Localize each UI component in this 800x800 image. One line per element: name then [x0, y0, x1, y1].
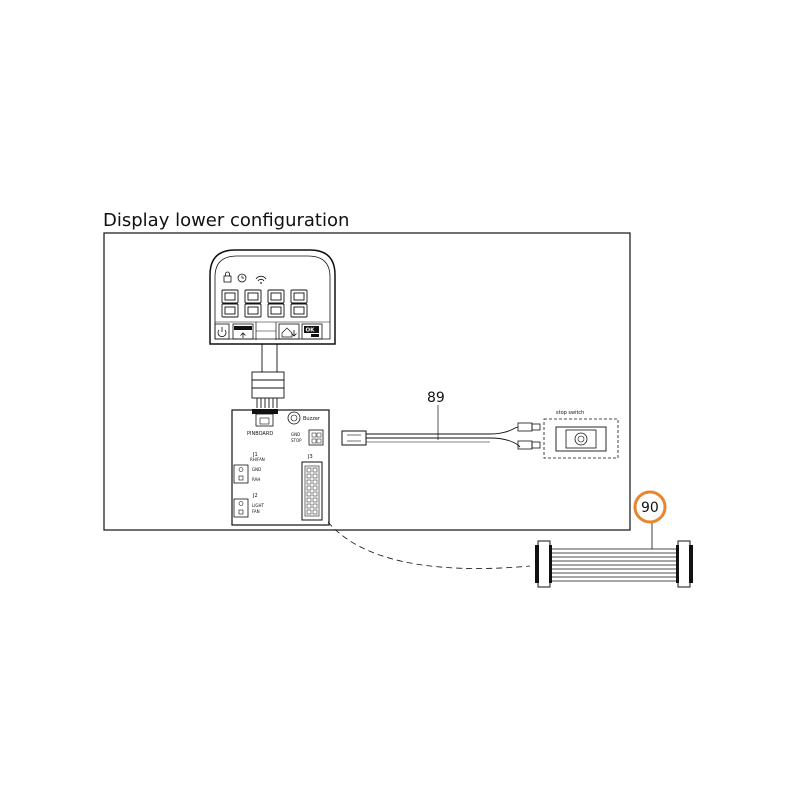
clock-icon [237, 273, 247, 283]
lock-icon [223, 271, 232, 283]
diagram-title: Display lower configuration [103, 210, 349, 231]
seven-segment-display [221, 289, 308, 318]
callout-90-highlight [633, 490, 667, 524]
digit-2 [244, 289, 262, 318]
callout-90: 90 [641, 500, 659, 516]
wifi-icon [255, 275, 267, 284]
center-connector [255, 322, 277, 340]
gnd-label: GND [291, 432, 300, 437]
ok-button[interactable]: OK [301, 323, 323, 340]
stop-label: STOP [291, 438, 302, 443]
stop-switch: stop switch [543, 410, 619, 459]
buzzer: Buzzer [287, 411, 321, 425]
j1-sub-label: RH/FAN [250, 457, 265, 462]
pinboard-connector: PINBOARD [247, 409, 278, 437]
digit-4 [290, 289, 308, 318]
pinboard-label: PINBOARD [247, 431, 273, 437]
j2-connector: J2 LIGHT FAN [233, 493, 265, 518]
j2-label: J2 [252, 493, 258, 499]
up-button[interactable] [232, 323, 254, 340]
j2-pin-fan: FAN [252, 509, 260, 514]
ribbon-leader-line [327, 521, 531, 569]
ribbon-cable-90 [535, 523, 693, 588]
j1-label: J1 [252, 452, 258, 458]
ribbon-right-connector [676, 540, 693, 588]
j3-label: J3 [307, 454, 313, 460]
digit-3 [267, 289, 285, 318]
control-board: PINBOARD Buzzer GND STOP J1 RH/FAN GND R… [231, 409, 330, 526]
j2-pin-light: LIGHT [252, 503, 265, 508]
stop-connector: GND STOP [291, 429, 324, 446]
display-unit: OK [209, 249, 336, 345]
cable-89 [341, 405, 541, 450]
j1-connector: J1 RH/FAN GND RAH [233, 452, 265, 484]
digit-1 [221, 289, 239, 318]
ok-label: OK [306, 328, 316, 334]
power-button[interactable] [214, 323, 230, 340]
display-cable [251, 344, 285, 408]
buzzer-label: Buzzer [303, 416, 321, 422]
j1-pin-gnd: GND [252, 467, 261, 472]
down-button[interactable] [278, 323, 300, 340]
j1-pin-rah: RAH [252, 477, 260, 482]
j3-header: J3 [301, 454, 323, 521]
stop-switch-label: stop switch [556, 410, 584, 416]
callout-89: 89 [427, 390, 445, 406]
ribbon-left-connector [535, 540, 552, 588]
diagram-frame [103, 232, 631, 531]
